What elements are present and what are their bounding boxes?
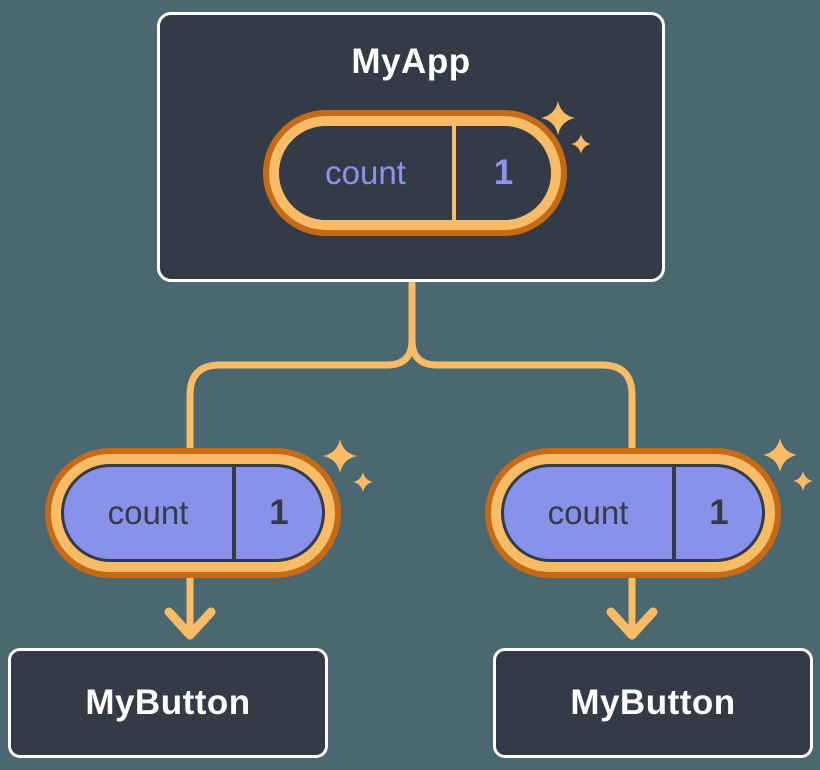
pill-value: 1: [709, 493, 729, 532]
arrow-down-icon: [606, 607, 658, 640]
state-pill: count 1: [263, 110, 567, 236]
pill-key-label: count: [547, 494, 629, 531]
state-pill-ring: count 1: [269, 116, 561, 230]
pill-key-label: count: [325, 154, 406, 191]
prop-pill-left: count 1: [45, 448, 341, 578]
pill-divider: [232, 467, 236, 559]
button-node-right: MyButton: [493, 648, 813, 758]
arrow-down-icon: [164, 607, 216, 640]
connector-right-branch: [408, 280, 636, 636]
pill-divider: [452, 126, 456, 220]
prop-pill-body: count 1: [61, 464, 325, 562]
sparkle-icon: [763, 438, 813, 491]
sparkle-icon: [323, 439, 373, 492]
prop-pill-right: count 1: [485, 448, 781, 578]
state-pill-body: count 1: [279, 126, 551, 220]
node-title: MyButton: [85, 683, 251, 722]
node-title: MyApp: [351, 42, 471, 81]
pill-key-label: count: [107, 494, 189, 531]
pill-value: 1: [269, 493, 289, 532]
sparkle-icon: [541, 101, 591, 154]
prop-pill-ring: count 1: [51, 454, 335, 572]
button-node-left: MyButton: [8, 648, 328, 758]
pill-divider: [672, 467, 676, 559]
pill-value: 1: [493, 153, 514, 192]
prop-pill-ring: count 1: [491, 454, 775, 572]
prop-pill-body: count 1: [501, 464, 765, 562]
node-title: MyButton: [570, 683, 736, 722]
